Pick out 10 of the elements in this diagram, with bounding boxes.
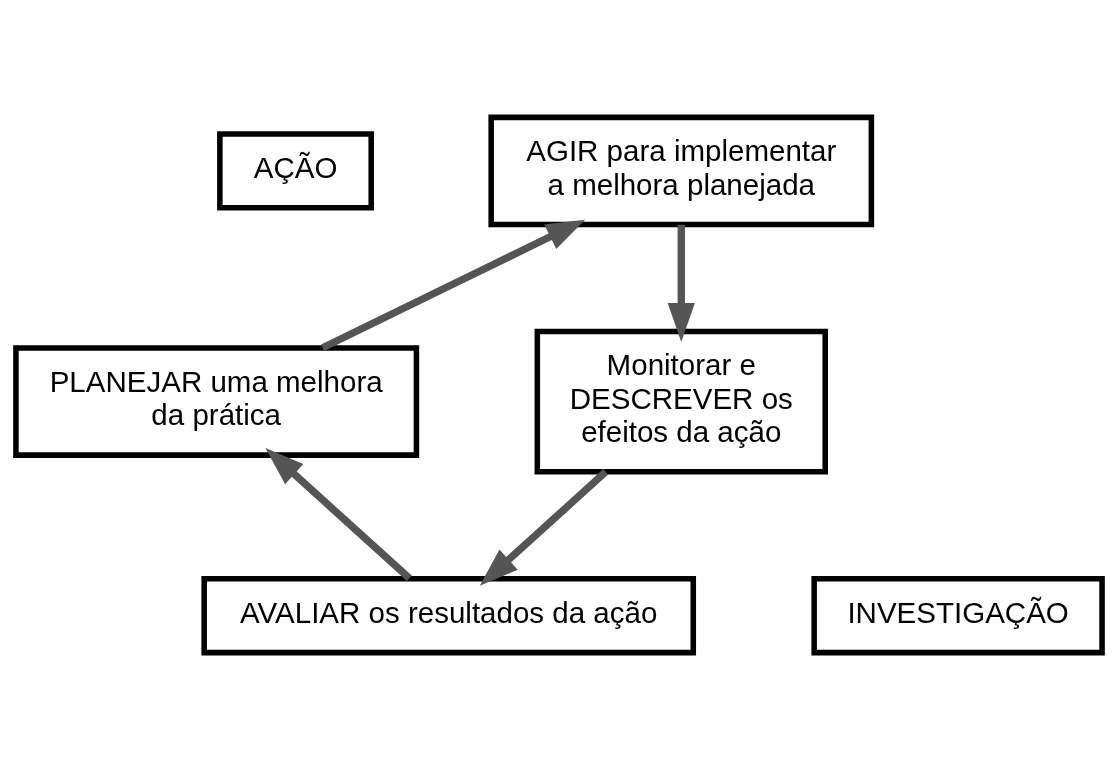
node-box: Monitorar e DESCREVER os efeitos da ação — [534, 328, 828, 474]
node-box: AÇÃO — [217, 130, 374, 211]
arrow — [321, 219, 586, 351]
node-box: AGIR para implementar a melhora planejada — [488, 114, 875, 227]
arrow — [265, 447, 412, 581]
node-box: PLANEJAR uma melhora da prática — [13, 344, 420, 458]
node-box: INVESTIGAÇÃO — [811, 575, 1105, 655]
node-box: AVALIAR os resultados da ação — [201, 575, 697, 655]
arrow — [479, 468, 609, 586]
arrow — [667, 224, 695, 342]
